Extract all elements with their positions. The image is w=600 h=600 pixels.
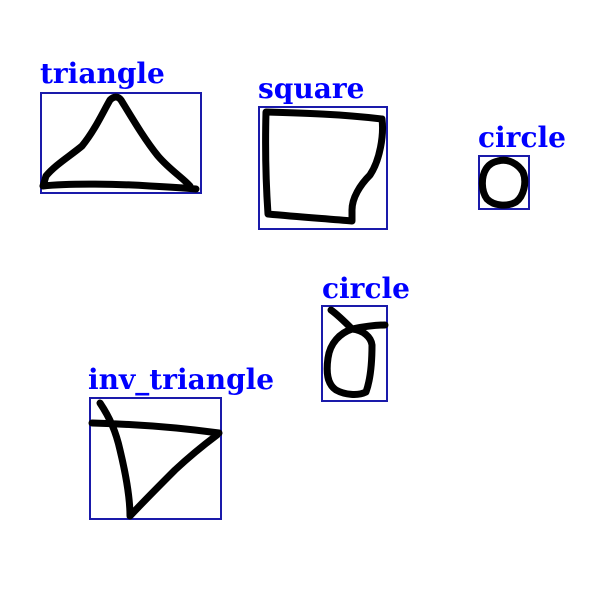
sketch-triangle — [39, 93, 200, 193]
detection-label-circle-1: circle — [478, 121, 566, 154]
detection-inv-triangle — [88, 397, 223, 520]
detection-triangle — [39, 92, 202, 194]
detection-label-triangle: triangle — [40, 57, 165, 90]
bounding-box-square — [258, 106, 388, 230]
detection-circle-2 — [321, 305, 389, 402]
sketch-inv-triangle — [88, 399, 223, 520]
sketch-square — [262, 108, 386, 225]
detection-label-circle-2: circle — [322, 272, 410, 305]
detection-circle-1 — [478, 155, 530, 210]
bounding-box-triangle — [40, 92, 202, 194]
sketch-circle-2 — [323, 306, 389, 398]
sketch-circle-1 — [478, 156, 529, 209]
detection-label-square: square — [258, 72, 365, 105]
bounding-box-inv-triangle — [89, 397, 222, 520]
bounding-box-circle-2 — [321, 305, 388, 402]
detection-square — [258, 106, 388, 230]
detection-label-inv-triangle: inv_triangle — [88, 363, 275, 396]
